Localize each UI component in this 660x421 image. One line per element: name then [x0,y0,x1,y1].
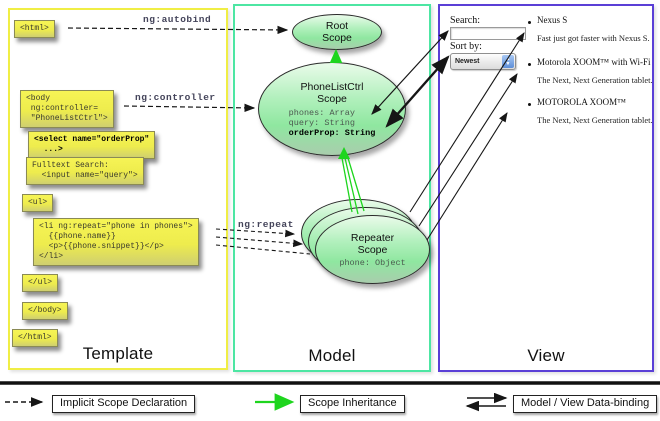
search-label: Search: [450,15,480,26]
code-html-open: <html> [14,20,55,38]
code-html-close: </html> [12,329,58,347]
sort-by-label: Sort by: [450,41,482,52]
legend-implicit-scope: Implicit Scope Declaration [52,395,196,413]
model-column-label: Model [308,346,356,365]
label-ng-controller: ng:controller [135,92,216,103]
legend-data-binding: Model / View Data-binding [513,395,658,413]
view-item-desc: The Next, Next Generation tablet. [537,75,653,85]
view-item-desc: The Next, Next Generation tablet. [537,115,653,125]
dropdown-stepper-icon: ▲▼ [502,55,514,68]
view-item-title: MOTOROLA XOOM™ [537,97,626,107]
prop-phone: phone: Object [339,257,406,268]
root-scope-title: Root Scope [322,20,352,44]
view-item-title: Motorola XOOM™ with Wi-Fi [537,57,651,67]
code-body-close: </body> [22,302,68,320]
repeater-scope-ellipse-front: Repeater Scope phone: Object [315,215,430,284]
prop-query: query: String [288,117,355,128]
view-column-label: View [527,346,565,365]
bullet-icon [528,21,531,24]
sort-dropdown-value: Newest [455,58,480,65]
sort-dropdown[interactable]: Newest ▲▼ [450,53,516,70]
template-column-label: Template [82,344,154,363]
label-ng-repeat: ng:repeat [238,219,294,230]
prop-phones: phones: Array [288,107,355,118]
code-ul-open: <ul> [22,194,54,212]
search-input[interactable] [450,27,526,40]
phonelistctrl-scope-ellipse: PhoneListCtrl Scope phones: Array query:… [258,62,406,156]
bullet-icon [528,103,531,106]
code-fulltext-search: Fulltext Search: <input name="query"> [26,157,144,185]
label-ng-autobind: ng:autobind [143,14,212,25]
view-item-title: Nexus S [537,15,568,25]
code-select-orderprop: <select name="orderProp" ...> [28,131,156,159]
code-ul-close: </ul> [22,274,59,292]
repeater-scope-title: Repeater Scope [350,231,395,256]
model-column: Model [233,4,431,372]
legend-scope-inheritance: Scope Inheritance [300,395,405,413]
phonelistctrl-scope-title: PhoneListCtrl Scope [300,80,364,105]
code-body-open: <body ng:controller= "PhoneListCtrl"> [20,90,114,128]
root-scope-ellipse: Root Scope [292,14,382,50]
code-li-repeat: <li ng:repeat="phone in phones"> {{phone… [33,218,199,266]
prop-orderprop: orderProp: String [288,127,376,138]
bullet-icon [528,63,531,66]
view-item-desc: Fast just got faster with Nexus S. [537,33,650,43]
